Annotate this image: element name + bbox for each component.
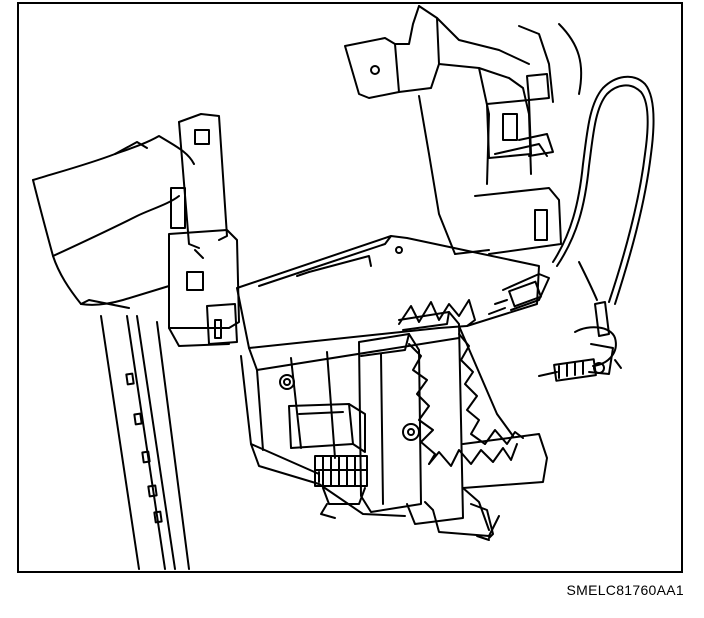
upper-bracket [344, 5, 583, 255]
wiring-harness [488, 75, 655, 382]
cutaway-jagged-edges [398, 299, 524, 467]
relay-modules [358, 311, 548, 537]
left-bracket [168, 113, 240, 347]
mounting-rail [100, 315, 190, 570]
diagram-frame [17, 2, 683, 573]
bottom-hook [470, 503, 494, 541]
technical-illustration [32, 5, 655, 570]
fuse-box [236, 235, 540, 519]
figure-reference-code: SMELC81760AA1 [566, 582, 684, 598]
